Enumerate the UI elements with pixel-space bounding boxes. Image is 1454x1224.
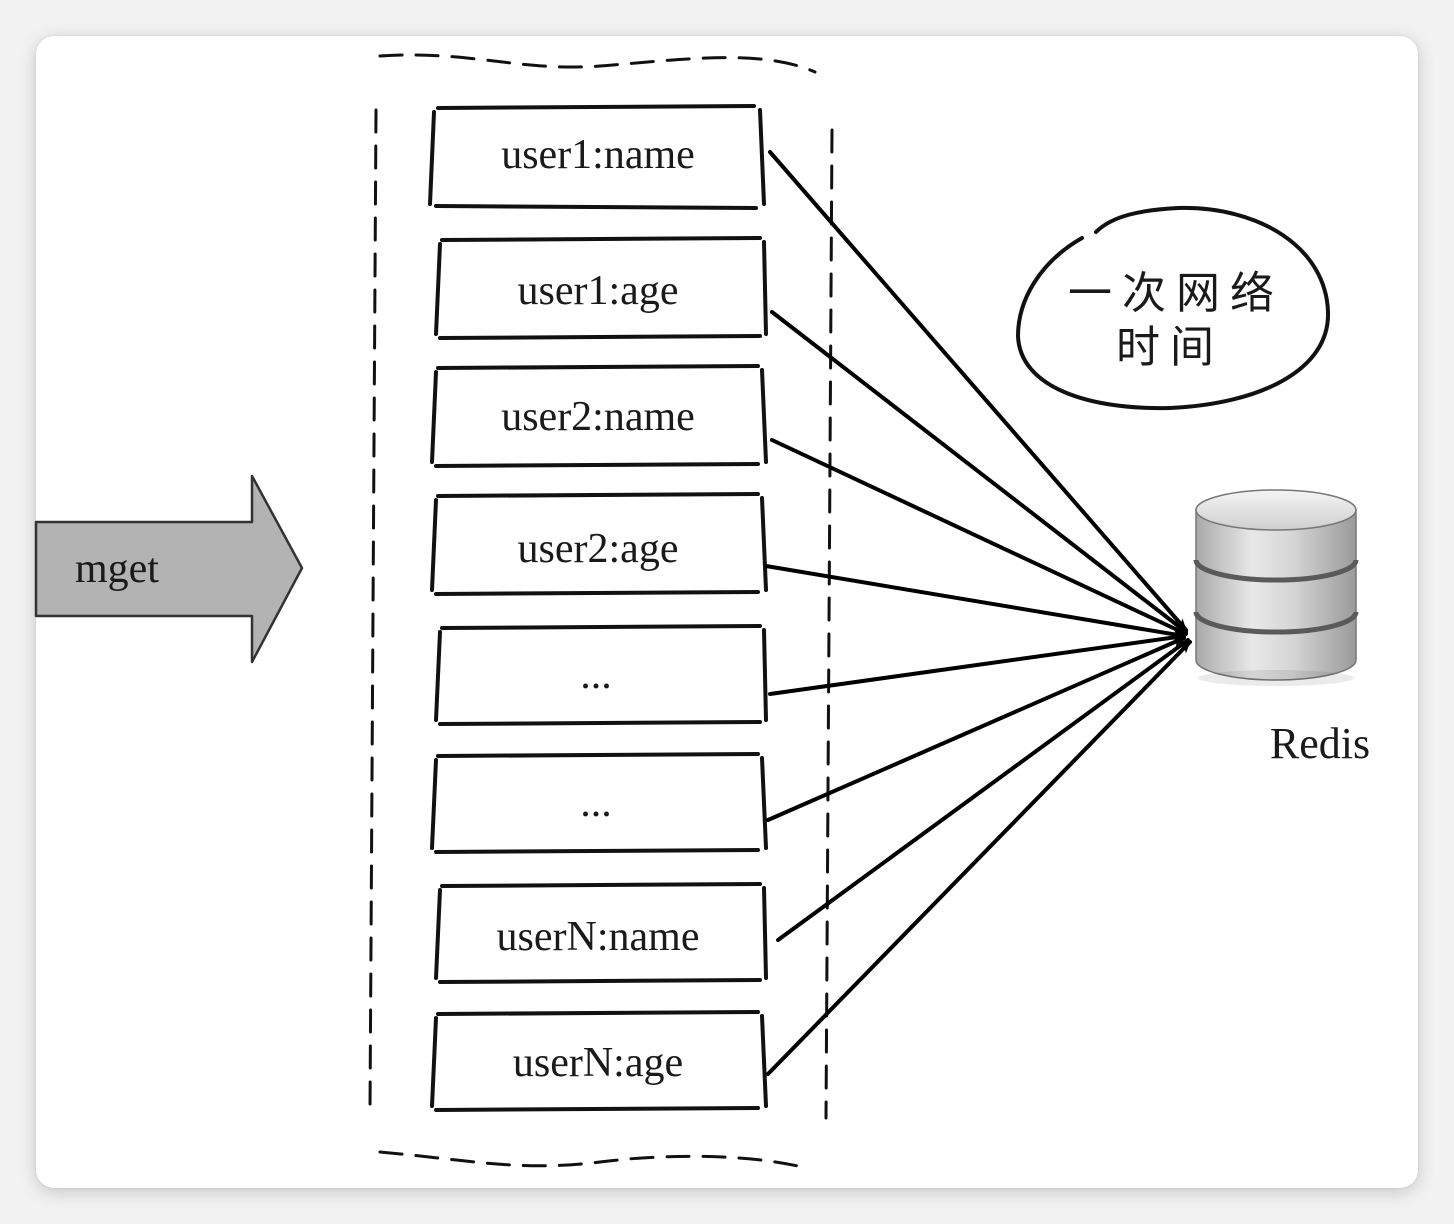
mget-label: mget (75, 546, 159, 592)
key-label: user2:age (518, 526, 679, 572)
key-list: user1:name user1:age user2:name user2:ag… (428, 104, 768, 1112)
key-box: ... (430, 752, 768, 854)
key-box: user1:age (434, 236, 768, 340)
mget-command-arrow: mget (34, 474, 304, 664)
key-label: userN:name (497, 914, 700, 960)
database-cylinder-icon (1193, 489, 1359, 686)
request-arrow (768, 150, 1188, 632)
request-arrow (770, 438, 1188, 636)
key-box: user1:name (428, 104, 766, 210)
key-box: user2:age (430, 492, 768, 596)
key-label: user2:name (501, 394, 695, 440)
request-arrows (764, 150, 1192, 1076)
key-label: user1:age (518, 268, 679, 314)
key-box: ... (434, 624, 768, 726)
request-arrow (776, 638, 1190, 942)
redis-label: Redis (1270, 719, 1370, 768)
key-label: user1:name (501, 132, 695, 178)
key-label: userN:age (513, 1040, 683, 1086)
network-time-bubble: 一次网络 时间 (1015, 205, 1331, 411)
key-box: userN:age (430, 1010, 768, 1112)
key-label: ... (580, 652, 612, 698)
key-box: user2:name (430, 364, 768, 468)
key-label: ... (580, 780, 612, 826)
network-time-line1: 一次网络 (1068, 268, 1284, 319)
network-time-line2: 时间 (1116, 322, 1224, 373)
request-arrow (768, 632, 1186, 696)
request-arrow (764, 564, 1186, 640)
request-arrow (766, 636, 1186, 822)
batch-container (368, 53, 834, 1170)
key-box: userN:name (434, 882, 768, 984)
request-arrow (766, 640, 1192, 1076)
request-arrow (770, 310, 1188, 634)
